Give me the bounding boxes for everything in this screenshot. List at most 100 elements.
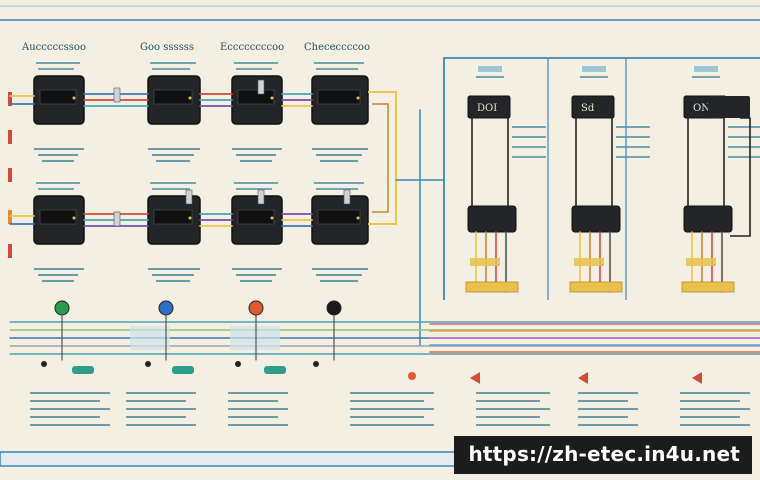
label-scribble — [728, 146, 760, 148]
watermark-url: https://zh-etec.in4u.net — [454, 436, 752, 474]
label-scribble — [578, 392, 638, 394]
label-scribble — [680, 400, 740, 402]
label-scribble — [152, 274, 194, 276]
gold-terminal-small — [686, 258, 716, 266]
connector-pin-2 — [113, 211, 121, 227]
label-scribble — [36, 62, 80, 64]
label-scribble — [316, 154, 362, 156]
label-scribble — [236, 68, 272, 70]
label-scribble — [126, 416, 186, 418]
label-scribble — [236, 274, 276, 276]
indicator-dot — [408, 372, 416, 380]
label-scribble — [38, 68, 74, 70]
module-display — [237, 89, 275, 105]
label-scribble — [126, 408, 196, 410]
header-label-1: Aucccccssoo — [22, 42, 86, 53]
right-label-tag — [582, 66, 606, 72]
label-scribble — [692, 76, 720, 78]
label-scribble — [616, 126, 650, 128]
label-scribble — [150, 182, 196, 184]
label-scribble — [512, 136, 546, 138]
gold-terminal-small — [470, 258, 500, 266]
label-scribble — [236, 188, 272, 190]
label-scribble — [314, 62, 364, 64]
label-scribble — [312, 268, 368, 270]
label-scribble — [316, 274, 362, 276]
label-scribble — [152, 188, 190, 190]
module-display — [317, 209, 361, 225]
loop-wire-brown — [372, 103, 389, 213]
module-indicator — [188, 96, 192, 100]
connector-pin-1 — [113, 87, 121, 103]
label-scribble — [580, 76, 608, 78]
label-scribble — [148, 148, 200, 150]
status-pill — [264, 366, 286, 374]
gold-terminal-3 — [681, 281, 735, 293]
label-scribble — [240, 280, 272, 282]
module-display — [153, 209, 193, 225]
label-scribble — [150, 62, 196, 64]
gold-terminal-small — [574, 258, 604, 266]
status-pill — [72, 366, 94, 374]
label-scribble — [232, 148, 282, 150]
label-scribble — [228, 400, 278, 402]
label-scribble — [126, 392, 196, 394]
label-scribble — [728, 136, 760, 138]
label-scribble — [680, 408, 750, 410]
right-relay-1 — [467, 205, 517, 233]
bus-block — [130, 326, 170, 350]
module-indicator — [72, 96, 76, 100]
label-scribble — [476, 416, 540, 418]
label-scribble — [512, 126, 546, 128]
module-display — [153, 89, 193, 105]
label-scribble — [234, 62, 278, 64]
label-scribble — [240, 160, 272, 162]
label-scribble — [38, 274, 78, 276]
connector-pin-5 — [343, 189, 351, 205]
status-pill — [172, 366, 194, 374]
knob-2 — [158, 300, 174, 316]
label-scribble — [156, 280, 190, 282]
label-scribble — [320, 160, 358, 162]
label-scribble — [148, 268, 200, 270]
red-arrow-3 — [692, 372, 702, 384]
label-scribble — [126, 424, 196, 426]
right-display-text-3: ON — [693, 103, 710, 114]
module-display — [317, 89, 361, 105]
label-scribble — [616, 156, 650, 158]
module-indicator — [72, 216, 76, 220]
label-scribble — [320, 280, 358, 282]
label-scribble — [234, 182, 278, 184]
right-label-tag — [694, 66, 718, 72]
label-scribble — [350, 416, 424, 418]
connector-pin-3 — [185, 189, 193, 205]
label-scribble — [228, 424, 288, 426]
edge-mark-2 — [8, 130, 12, 144]
label-scribble — [512, 156, 546, 158]
label-scribble — [38, 154, 78, 156]
label-scribble — [728, 156, 760, 158]
right-display-text-1: DOI — [477, 103, 497, 114]
module-display — [39, 209, 77, 225]
right-label-tag — [478, 66, 502, 72]
label-scribble — [512, 146, 546, 148]
label-scribble — [476, 400, 540, 402]
label-scribble — [314, 182, 364, 184]
label-scribble — [476, 424, 550, 426]
label-scribble — [236, 154, 276, 156]
right-relay-2 — [571, 205, 621, 233]
header-label-2: Goo ssssss — [140, 42, 194, 53]
module-display — [39, 89, 77, 105]
label-scribble — [42, 280, 74, 282]
label-scribble — [126, 400, 186, 402]
right-display-2 — [571, 95, 615, 119]
label-scribble — [228, 408, 288, 410]
label-scribble — [616, 136, 650, 138]
module-indicator — [270, 216, 274, 220]
label-scribble — [350, 408, 434, 410]
right-return-wire — [730, 117, 751, 237]
edge-mark-5 — [8, 244, 12, 258]
label-scribble — [30, 400, 100, 402]
label-scribble — [30, 416, 100, 418]
junction-dot — [313, 361, 319, 367]
